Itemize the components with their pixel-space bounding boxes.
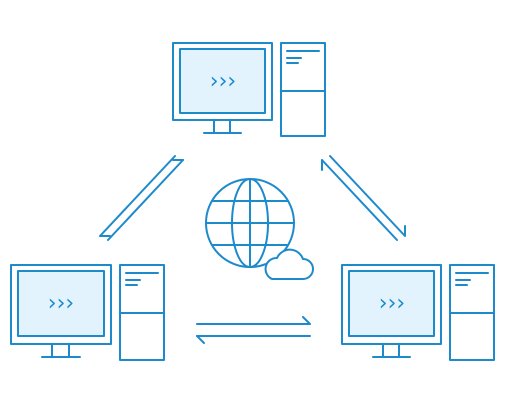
screen-prompt: ››› <box>210 69 236 94</box>
computer-bottom-right: ››› <box>341 264 495 361</box>
arrow-top-to-bottom-left <box>99 155 184 241</box>
computer-bottom-left: ››› <box>10 264 165 361</box>
arrow-top-to-bottom-right <box>321 155 406 241</box>
computer-top: ››› <box>172 42 326 137</box>
computer-tower-icon <box>449 264 495 361</box>
computer-tower-icon <box>280 42 326 137</box>
arrow-bottom-left-to-bottom-right <box>196 316 311 344</box>
cloud-icon <box>264 248 314 280</box>
computer-tower-icon <box>119 264 165 361</box>
screen-prompt: ››› <box>48 291 74 316</box>
monitor-icon <box>172 42 273 134</box>
monitor-icon <box>341 264 442 358</box>
screen-prompt: ››› <box>379 291 405 316</box>
monitor-icon <box>10 264 112 358</box>
globe-icon <box>205 178 295 268</box>
